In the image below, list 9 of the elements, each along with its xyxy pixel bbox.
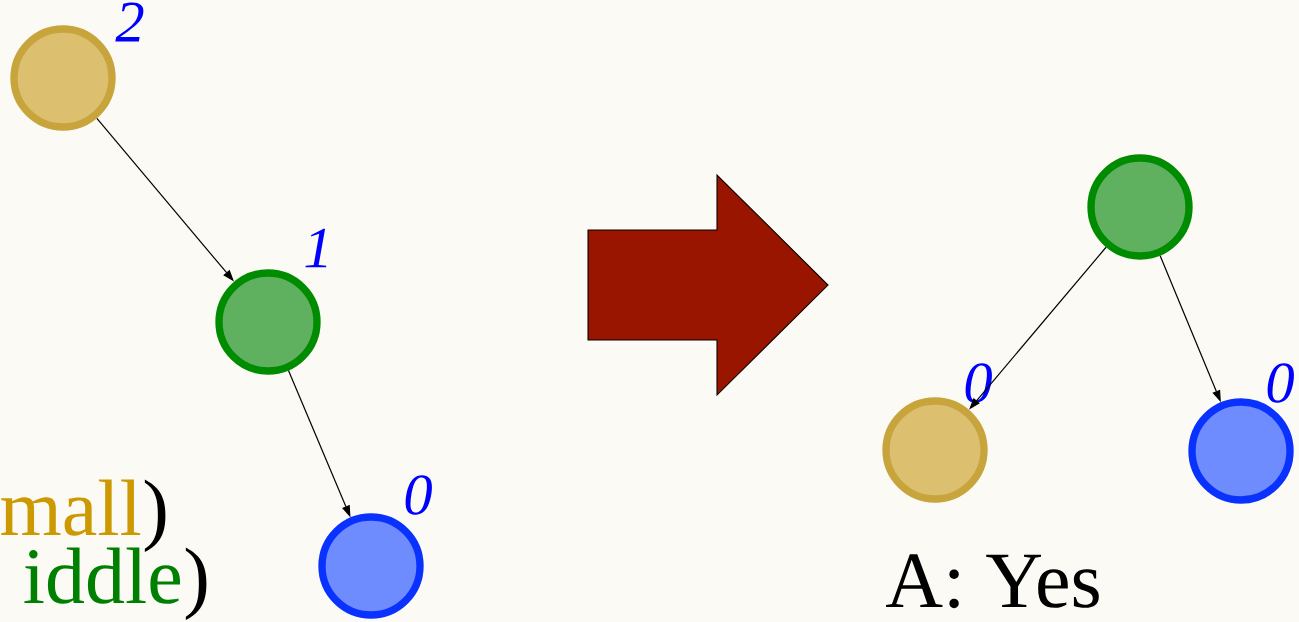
label-text: mall <box>1 479 141 536</box>
label-text: A: Yes <box>886 554 1099 609</box>
circle-node <box>318 513 424 619</box>
label-text: ) <box>185 547 207 621</box>
rank-number: 0 <box>405 475 432 515</box>
rank-number: 2 <box>115 2 144 42</box>
rank-number: 0 <box>1267 363 1294 403</box>
rank-number: 0 <box>965 363 992 403</box>
rank-number: 1 <box>305 228 327 268</box>
